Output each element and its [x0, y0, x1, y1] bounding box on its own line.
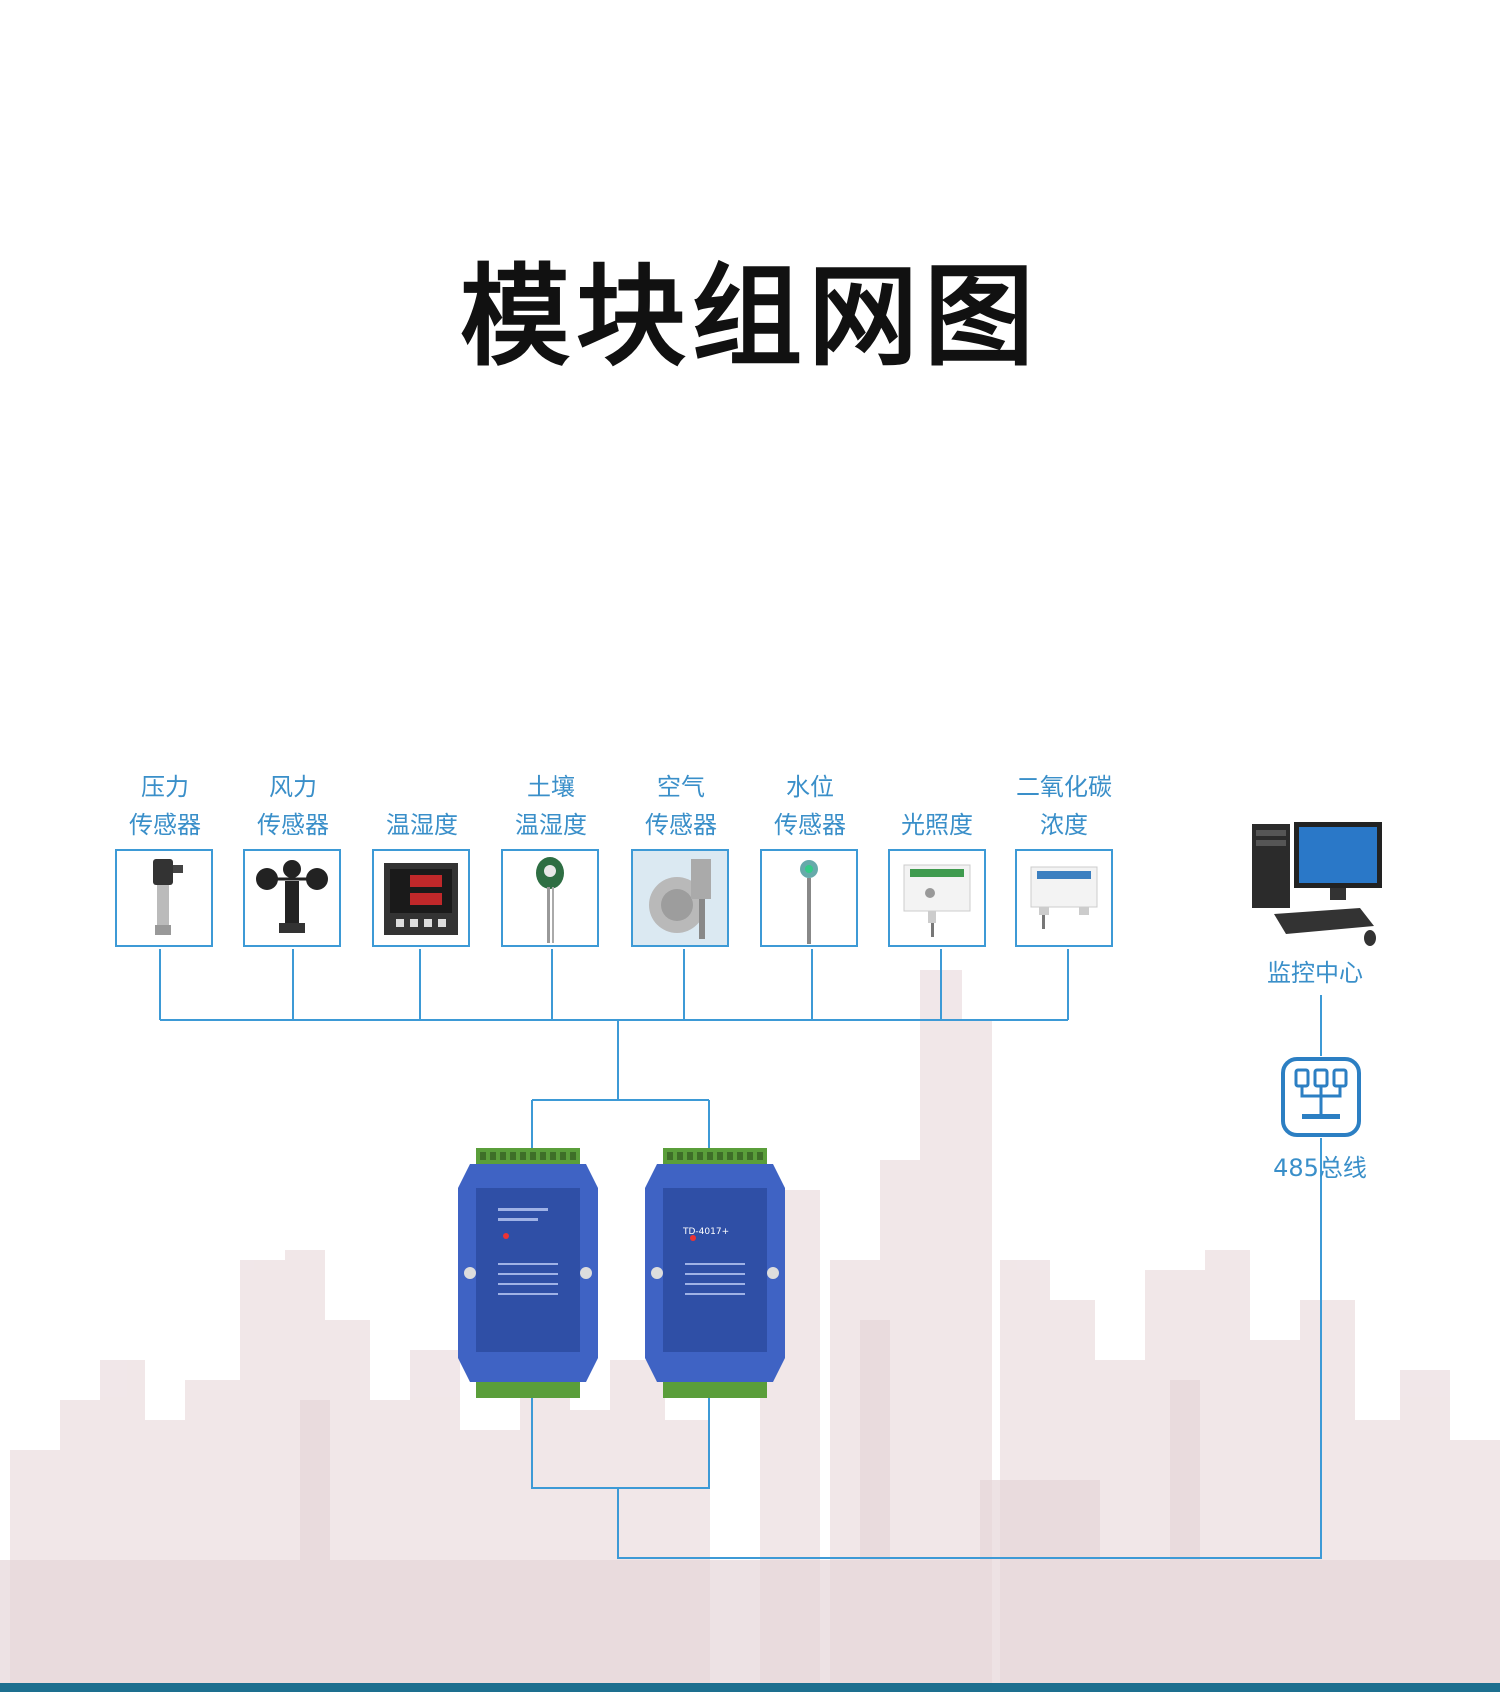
module-model-label: TD-4017+ — [683, 1227, 729, 1237]
light-sensor-icon — [888, 849, 986, 947]
io-module-2 — [645, 1148, 785, 1398]
rs485-hub-icon — [1280, 1056, 1362, 1138]
page-title: 模块组网图 — [0, 262, 1500, 372]
sensor-label-air: 空气传感器 — [606, 768, 756, 844]
bus-label: 485总线 — [1240, 1148, 1400, 1183]
anemometer-icon — [243, 849, 341, 947]
water-level-sensor-icon — [760, 849, 858, 947]
pressure-sensor-icon — [115, 849, 213, 947]
io-module-1 — [458, 1148, 598, 1398]
bottom-bar — [0, 1683, 1500, 1692]
co2-sensor-icon — [1015, 849, 1113, 947]
computer-workstation-icon — [1250, 818, 1385, 948]
monitor-center-label: 监控中心 — [1240, 953, 1390, 988]
soil-probe-icon — [501, 849, 599, 947]
sensor-label-soil: 土壤温湿度 — [476, 768, 626, 844]
sensor-label-wind: 风力传感器 — [218, 768, 368, 844]
air-sensor-icon — [631, 849, 729, 947]
sensor-label-temp-humidity: 温湿度 — [347, 768, 497, 844]
temp-humidity-meter-icon — [372, 849, 470, 947]
sensor-label-co2: 二氧化碳浓度 — [989, 768, 1139, 844]
